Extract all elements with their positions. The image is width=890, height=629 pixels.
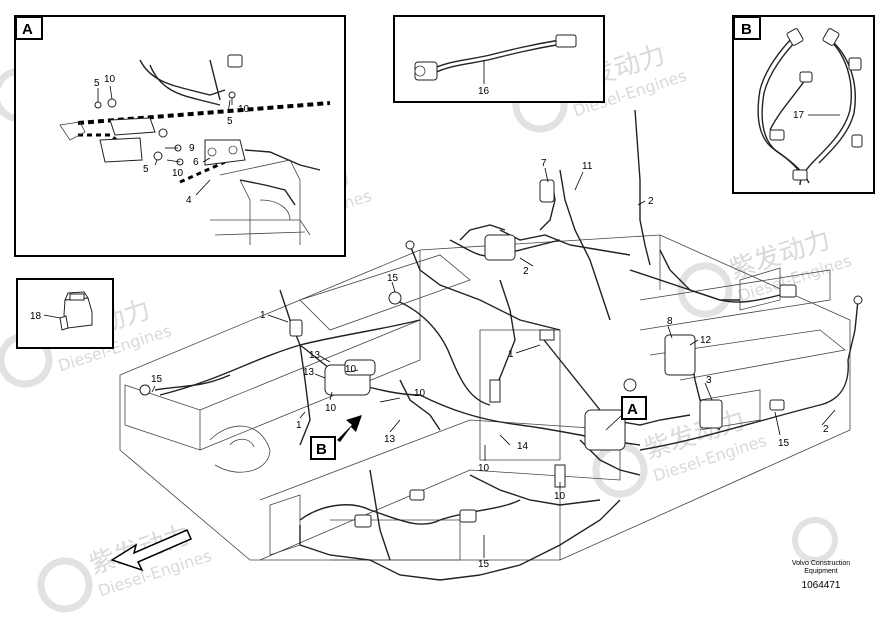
callout: 13 [384, 434, 396, 445]
callout: 18 [30, 311, 42, 322]
callout: 10 [414, 388, 426, 399]
company-name-line2: Equipment [804, 568, 838, 575]
callout: 10 [325, 403, 337, 414]
main-callouts [151, 167, 836, 558]
drawing-footer: Volvo Construction Equipment 1064471 [792, 560, 850, 591]
callout: 15 [151, 374, 163, 385]
callout: 11 [582, 161, 593, 172]
callout: 5 [143, 164, 149, 175]
callout: 15 [778, 438, 790, 449]
component-cluster-center [584, 409, 626, 451]
callout: 7 [541, 158, 547, 169]
callout: 4 [186, 195, 192, 206]
view-marker-a-label: A [627, 401, 638, 418]
callout: 8 [667, 316, 673, 327]
callout: 17 [793, 110, 805, 121]
callout: 1 [260, 310, 266, 321]
inset-a: A [14, 15, 346, 257]
callout: 16 [478, 86, 490, 97]
callout: 2 [823, 424, 829, 435]
inset-sensor [16, 278, 114, 349]
callout: 10 [478, 463, 490, 474]
callout: 10 [345, 364, 357, 375]
callout: 2 [523, 266, 529, 277]
callout: 6 [193, 157, 199, 168]
callout: 5 [227, 116, 233, 127]
company-name-line1: Volvo Construction [792, 560, 850, 567]
main-components [139, 179, 863, 528]
inset-hose [393, 15, 605, 103]
callout: 1 [508, 349, 514, 360]
frame-outline [119, 234, 851, 561]
callout: 14 [517, 441, 529, 452]
callout: 10 [238, 104, 250, 115]
callout: 1 [296, 420, 302, 431]
callout: 12 [700, 335, 712, 346]
callout: 10 [172, 168, 184, 179]
callout: 3 [706, 375, 712, 386]
inset-a-letter: A [22, 21, 33, 38]
component-cluster-top [484, 234, 516, 261]
view-marker-b-label: B [316, 441, 327, 458]
view-marker-a[interactable]: A [605, 396, 647, 431]
callout: 5 [94, 78, 100, 89]
callout: 10 [104, 74, 116, 85]
callout: 15 [478, 559, 490, 570]
drawing-number: 1064471 [802, 580, 841, 591]
inset-b: B [732, 15, 875, 194]
relay-box [664, 334, 696, 376]
view-marker-b[interactable]: B [310, 415, 362, 460]
callout: 9 [189, 143, 195, 154]
inset-b-letter: B [741, 21, 752, 38]
callout: 2 [648, 196, 654, 207]
callout: 13 [309, 350, 321, 361]
direction-arrow-icon [110, 529, 192, 572]
callout: 15 [387, 273, 399, 284]
callout: 10 [554, 491, 566, 502]
callout: 13 [303, 367, 315, 378]
